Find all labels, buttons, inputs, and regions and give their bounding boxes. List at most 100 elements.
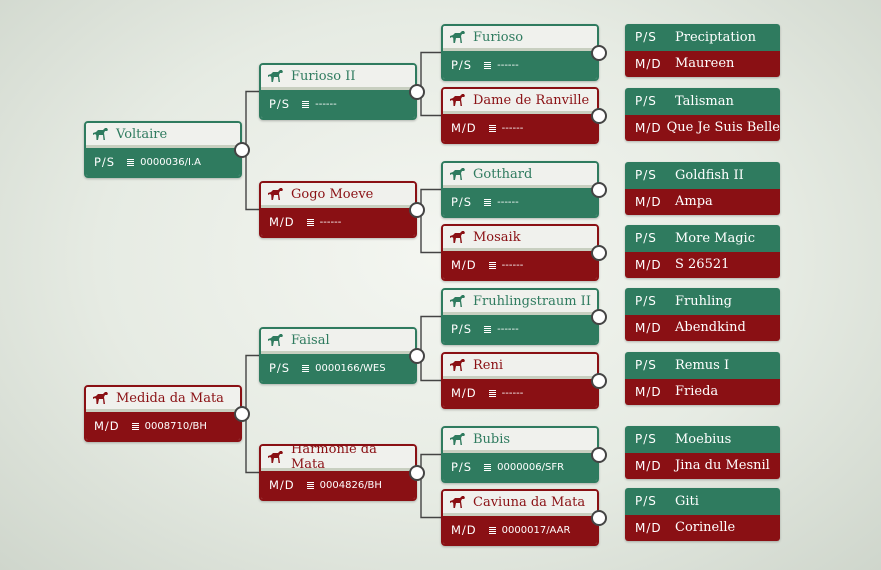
horse-name: Medida da Mata — [116, 390, 224, 406]
horse-icon — [93, 392, 108, 404]
sire-name: More Magic — [675, 230, 755, 246]
list-icon — [484, 325, 492, 333]
registration-number: ------ — [501, 122, 524, 134]
role-label: M/D — [635, 257, 662, 272]
expand-toggle[interactable] — [591, 44, 607, 61]
role-label: M/D — [269, 478, 295, 492]
role-label: M/D — [451, 121, 477, 135]
role-label: M/D — [451, 386, 477, 400]
role-label: M/D — [635, 120, 662, 135]
horse-icon — [450, 94, 465, 106]
dam-name: Maureen — [675, 56, 735, 72]
expand-toggle[interactable] — [591, 372, 607, 389]
expand-toggle[interactable] — [591, 308, 607, 325]
horse-name: Harmonie da Mata — [291, 444, 377, 472]
horse-name-header: Faisal — [261, 329, 415, 354]
expand-toggle[interactable] — [591, 446, 607, 463]
expand-toggle[interactable] — [234, 141, 250, 158]
sire-name: Goldfish II — [675, 167, 744, 183]
role-label: P/S — [451, 195, 473, 209]
registration-row: M/D------ — [443, 251, 597, 279]
dam-name: Jina du Mesnil — [675, 458, 770, 474]
sire-name: Fruhling — [675, 293, 732, 309]
expand-toggle[interactable] — [591, 181, 607, 198]
role-label: M/D — [451, 523, 477, 537]
expand-toggle[interactable] — [409, 201, 425, 218]
role-label: M/D — [451, 258, 477, 272]
role-label: M/D — [635, 458, 662, 473]
sire-name: Giti — [675, 493, 699, 509]
list-icon — [484, 463, 492, 471]
expand-toggle[interactable] — [591, 244, 607, 261]
horse-icon — [268, 451, 283, 463]
horse-name-header: Caviuna da Mata — [443, 491, 597, 516]
expand-toggle[interactable] — [409, 83, 425, 100]
role-label: P/S — [94, 155, 116, 169]
horse-name-header: Gogo Moeve — [261, 183, 415, 208]
sire-row[interactable]: P/S Goldfish II — [625, 162, 780, 189]
role-label: M/D — [635, 320, 662, 335]
expand-toggle[interactable] — [591, 509, 607, 526]
connector-line — [245, 149, 259, 211]
horse-icon — [450, 433, 465, 445]
horse-name: Gotthard — [473, 166, 533, 182]
expand-toggle[interactable] — [234, 405, 250, 422]
dam-name: Ampa — [675, 194, 713, 210]
horse-name-header: Bubis — [443, 428, 597, 453]
role-label: M/D — [94, 419, 120, 433]
list-icon — [131, 422, 139, 430]
expand-toggle[interactable] — [591, 107, 607, 124]
horse-name: Voltaire — [116, 126, 168, 142]
expand-toggle[interactable] — [409, 464, 425, 481]
dam-row[interactable]: M/D Jina du Mesnil — [625, 452, 780, 479]
horse-icon — [450, 295, 465, 307]
sire-name: Moebius — [675, 431, 732, 447]
sire-name: Remus I — [675, 357, 730, 373]
role-label: P/S — [635, 168, 657, 183]
horse-icon — [268, 188, 283, 200]
list-icon — [302, 100, 310, 108]
connector-line — [245, 354, 259, 414]
role-label: P/S — [635, 30, 657, 45]
expand-toggle[interactable] — [409, 347, 425, 364]
horse-name-header: Reni — [443, 354, 597, 379]
horse-name: Fruhlingstraum II — [473, 293, 591, 309]
role-label: P/S — [269, 361, 291, 375]
